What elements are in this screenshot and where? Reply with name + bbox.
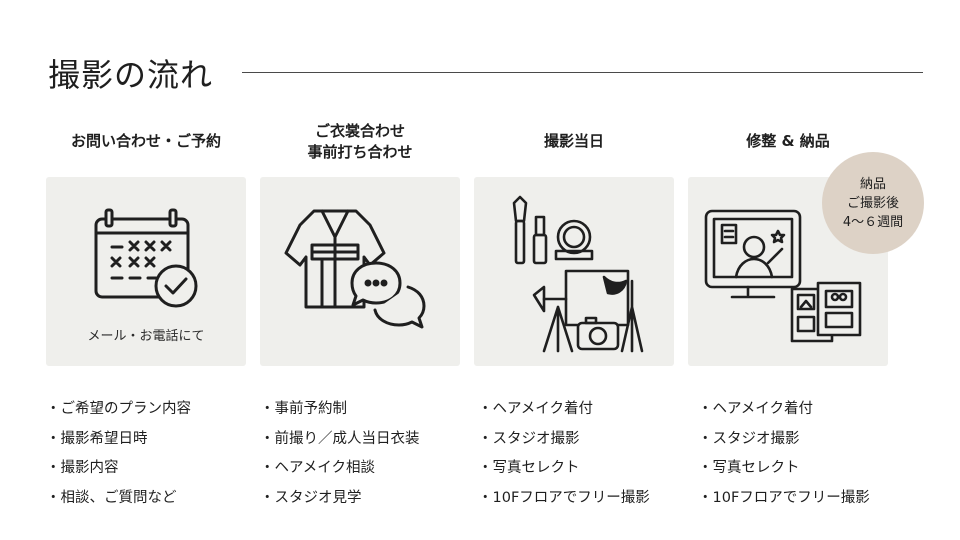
step-2-title-line-1: ご衣裳合わせ — [314, 122, 405, 140]
page-title: 撮影の流れ — [48, 56, 214, 94]
step-3-title: 撮影当日 — [467, 131, 681, 152]
delivery-badge: 納品 ご撮影後 4〜６週間 — [822, 152, 924, 254]
step-2-card — [260, 177, 460, 366]
list-item: スタジオ見学 — [260, 484, 420, 514]
list-item: スタジオ撮影 — [478, 425, 650, 455]
step-2-title-line-2: 事前打ち合わせ — [307, 143, 413, 161]
badge-line-3: 4〜６週間 — [842, 214, 904, 230]
list-item: 10Fフロアでフリー撮影 — [478, 484, 650, 514]
step-1-title: お問い合わせ・ご予約 — [39, 131, 253, 152]
list-item: 10Fフロアでフリー撮影 — [698, 484, 870, 514]
list-item: ご希望のプラン内容 — [46, 395, 192, 425]
list-item: 相談、ご質問など — [46, 484, 191, 514]
step-2-title: ご衣裳合わせ 事前打ち合わせ — [253, 121, 467, 163]
retouch-album-icon — [704, 209, 862, 343]
title-divider — [242, 72, 923, 73]
list-item: 撮影内容 — [46, 454, 191, 484]
list-item: ヘアメイク着付 — [698, 395, 870, 425]
makeup-studio-icon — [512, 195, 644, 353]
step-4-title-line: 修整 & 納品 — [746, 132, 830, 150]
step-4-title: 修整 & 納品 — [681, 131, 895, 152]
list-item: 写真セレクト — [698, 454, 870, 484]
badge-line-1: 納品 — [859, 176, 886, 192]
step-1-list: ご希望のプラン内容 撮影希望日時 撮影内容 相談、ご質問など — [46, 395, 192, 514]
kimono-chat-icon — [284, 209, 426, 329]
step-3-list: ヘアメイク着付 スタジオ撮影 写真セレクト 10Fフロアでフリー撮影 — [478, 395, 650, 513]
step-1-title-line: お問い合わせ・ご予約 — [70, 132, 221, 150]
list-item: 撮影希望日時 — [46, 425, 191, 455]
step-3-title-line: 撮影当日 — [543, 132, 604, 150]
badge-line-2: ご撮影後 — [846, 195, 899, 211]
step-4-list: ヘアメイク着付 スタジオ撮影 写真セレクト 10Fフロアでフリー撮影 — [698, 395, 870, 513]
step-1-caption: メール・お電話にて — [87, 329, 205, 344]
list-item: スタジオ撮影 — [698, 425, 870, 455]
step-2-list: 事前予約制 前撮り／成人当日衣装 ヘアメイク相談 スタジオ見学 — [260, 395, 420, 513]
step-3-card — [474, 177, 674, 366]
step-1-card: メール・お電話にて — [46, 177, 246, 366]
list-item: ヘアメイク着付 — [478, 395, 650, 425]
calendar-check-icon — [94, 208, 198, 308]
list-item: ヘアメイク相談 — [260, 454, 420, 484]
list-item: 事前予約制 — [260, 395, 420, 425]
list-item: 前撮り／成人当日衣装 — [260, 425, 420, 455]
list-item: 写真セレクト — [478, 454, 650, 484]
